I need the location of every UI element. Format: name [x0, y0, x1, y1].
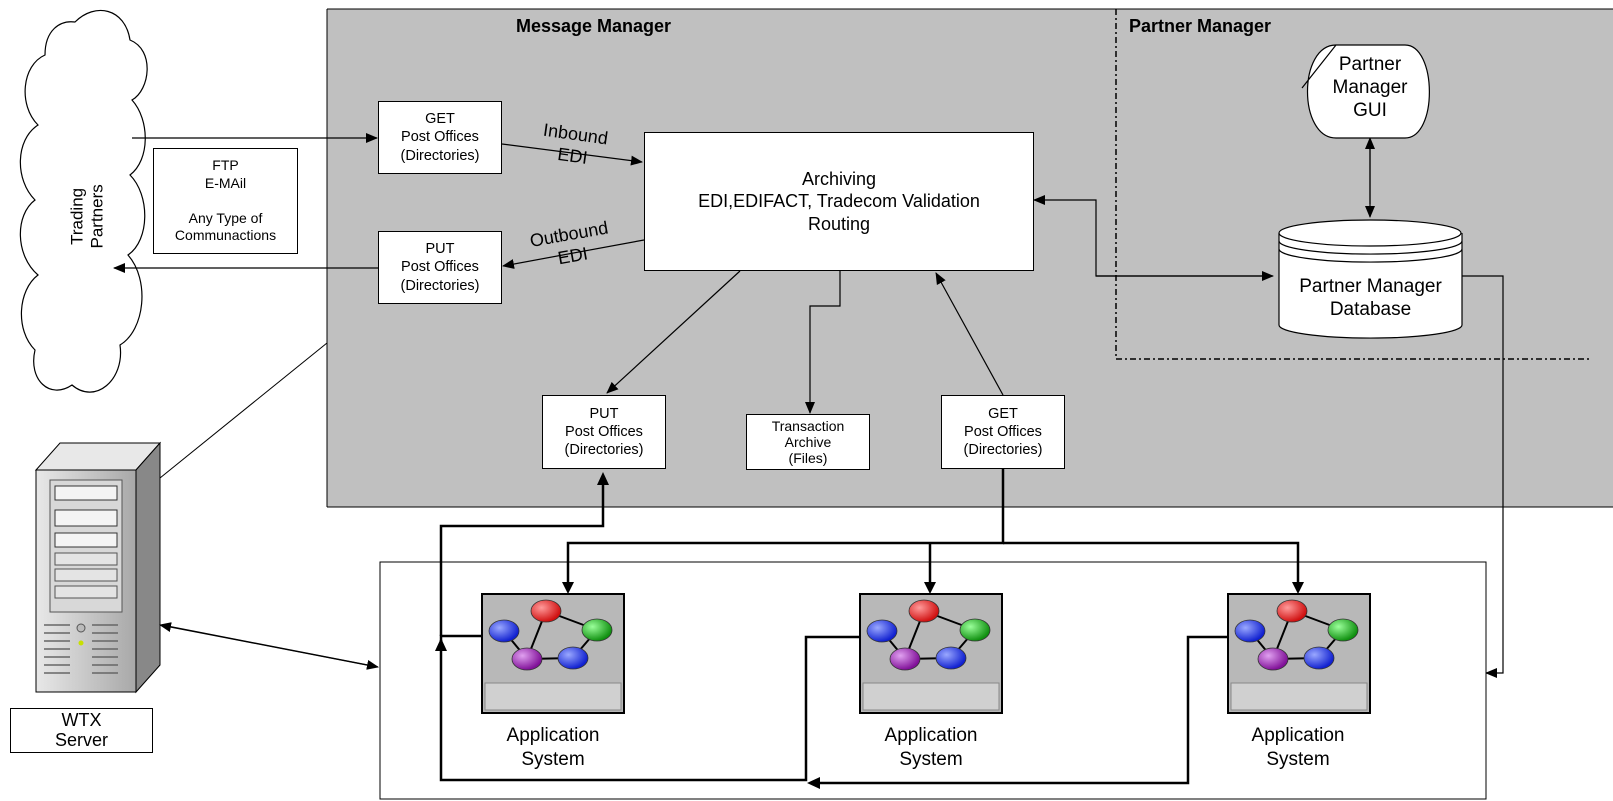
partner-manager-database-icon	[1278, 219, 1463, 339]
partner-manager-database-label: Partner Manager Database	[1299, 276, 1442, 320]
transaction-archive: Transaction Archive (Files)	[746, 414, 870, 470]
partner-manager-boundary	[1115, 9, 1590, 360]
network-nodes-icon	[1227, 593, 1371, 714]
server-tower-icon	[34, 441, 162, 694]
partner-manager-gui-label: Partner Manager GUI	[1332, 54, 1408, 121]
partner-manager-title: Partner Manager	[1129, 16, 1272, 36]
outbound-put-post-offices: PUT Post Offices (Directories)	[378, 231, 502, 304]
application-system-label: Application System	[506, 725, 600, 770]
application-put-post-offices: PUT Post Offices (Directories)	[542, 395, 666, 469]
trading-partners-cloud	[19, 9, 148, 393]
communications-box: FTP E-MAil Any Type of Communactions	[153, 148, 298, 254]
trading-partners-label: Trading Partners	[67, 184, 107, 249]
message-manager-title: Message Manager	[516, 16, 672, 36]
network-nodes-icon	[859, 593, 1003, 714]
application-system-label: Application System	[884, 725, 978, 770]
application-system-label: Application System	[1251, 725, 1345, 770]
wtx-server-label: WTX Server	[10, 708, 153, 753]
partner-manager-gui-shape	[1301, 44, 1430, 139]
core-processing-box: Archiving EDI,EDIFACT, Tradecom Validati…	[644, 132, 1034, 271]
application-get-post-offices: GET Post Offices (Directories)	[941, 395, 1065, 469]
inbound-get-post-offices: GET Post Offices (Directories)	[378, 101, 502, 174]
network-nodes-icon	[481, 593, 625, 714]
